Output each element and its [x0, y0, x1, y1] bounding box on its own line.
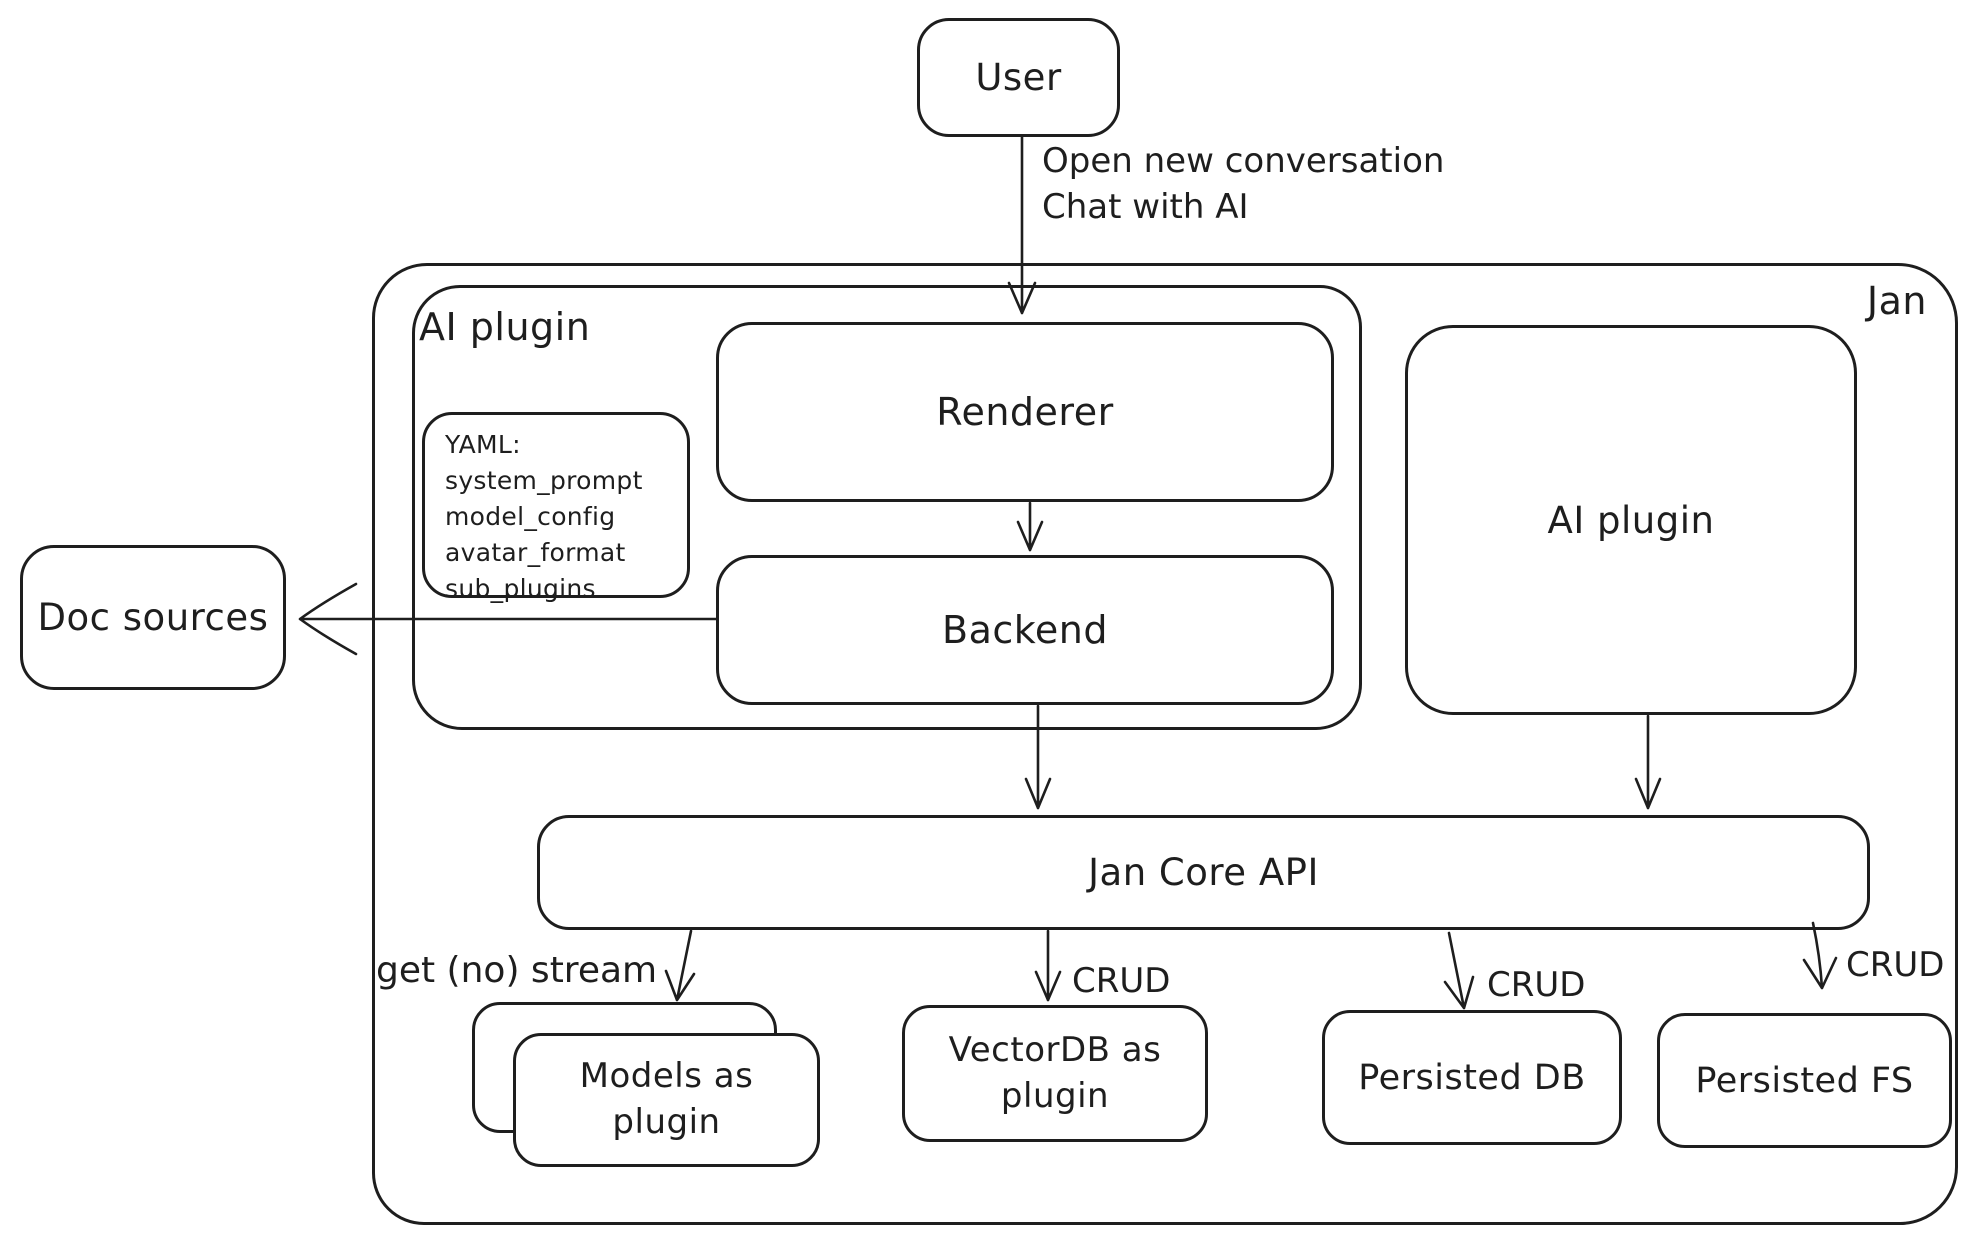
edge-label-get-no-stream: get (no) stream	[376, 950, 658, 991]
jan-core-api-node: Jan Core API	[537, 815, 1870, 930]
jan-core-api-node-label: Jan Core API	[1088, 851, 1319, 894]
renderer-node-label: Renderer	[936, 390, 1114, 434]
ai-plugin-node-label: AI plugin	[1547, 498, 1715, 542]
user-node: User	[917, 18, 1120, 137]
models-as-plugin-label: Models as plugin	[579, 1056, 754, 1142]
edge-label-crud-persisted-db: CRUD	[1487, 965, 1586, 1005]
user-node-label: User	[975, 56, 1062, 99]
ai-plugin-container: AI plugin	[412, 285, 1362, 730]
backend-node-label: Backend	[942, 608, 1108, 652]
edge-label-crud-persisted-fs: CRUD	[1846, 945, 1945, 985]
edge-label-crud-vectordb: CRUD	[1072, 961, 1171, 1001]
persisted-fs-label: Persisted FS	[1695, 1060, 1914, 1101]
edge-label-open-new-conversation: Open new conversation	[1042, 141, 1445, 181]
doc-sources-node: Doc sources	[20, 545, 286, 690]
jan-container: Jan	[372, 263, 1958, 1225]
backend-node: Backend	[716, 555, 1334, 705]
ai-plugin-node: AI plugin	[1405, 325, 1857, 715]
yaml-note-lines: YAML: system_prompt model_config avatar_…	[445, 427, 679, 607]
jan-container-label: Jan	[1866, 279, 1927, 323]
persisted-fs-node: Persisted FS	[1657, 1013, 1952, 1148]
edge-label-chat-with-ai: Chat with AI	[1042, 187, 1249, 227]
yaml-line-system-prompt: system_prompt	[445, 466, 643, 495]
yaml-note: YAML: system_prompt model_config avatar_…	[422, 412, 690, 603]
yaml-line-sub-plugins: sub_plugins	[445, 574, 596, 603]
renderer-node: Renderer	[716, 322, 1334, 502]
persisted-db-node: Persisted DB	[1322, 1010, 1622, 1145]
persisted-db-label: Persisted DB	[1358, 1057, 1586, 1098]
ai-plugin-container-label: AI plugin	[419, 305, 591, 349]
models-as-plugin-node: Models as plugin	[513, 1033, 820, 1167]
yaml-line-model-config: model_config	[445, 502, 616, 531]
yaml-line-avatar-format: avatar_format	[445, 538, 626, 567]
yaml-line-title: YAML:	[445, 430, 521, 459]
vectordb-as-plugin-node: VectorDB as plugin	[902, 1005, 1208, 1142]
doc-sources-node-label: Doc sources	[37, 596, 269, 639]
vectordb-as-plugin-label: VectorDB as plugin	[948, 1029, 1162, 1116]
